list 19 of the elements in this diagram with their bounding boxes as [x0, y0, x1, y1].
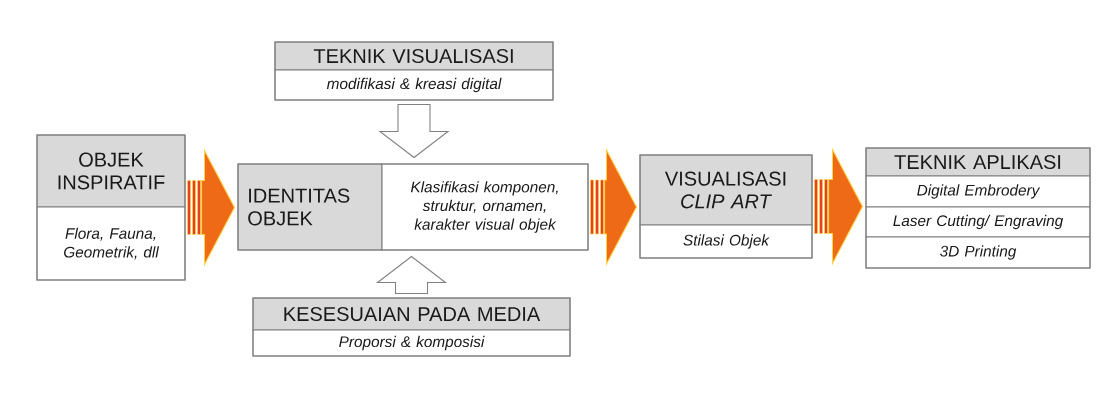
- text-cell: Flora, Fauna, Geometrik, dll: [36, 206, 186, 281]
- header-cell: IDENTITAS OBJEK: [237, 163, 383, 251]
- header-cell: VISUALISASI CLIP ART: [639, 154, 813, 226]
- header-cell: TEKNIK APLIKASI: [865, 147, 1091, 177]
- block-arrow: [187, 148, 236, 267]
- text-cell: Stilasi Objek: [639, 224, 813, 259]
- block-arrow: [814, 147, 864, 266]
- text-cell: Klasifikasi komponen, struktur, ornamen, karakter visual objek: [381, 163, 589, 251]
- header-cell: KESESUAIAN PADA MEDIA: [252, 297, 571, 331]
- header-cell: TEKNIK VISUALISASI: [274, 41, 554, 71]
- text-cell: Proporsi & komposisi: [252, 329, 571, 357]
- block-arrow: [375, 255, 448, 294]
- text-cell: Laser Cutting/ Engraving: [865, 206, 1091, 238]
- text-cell: Digital Embrodery: [865, 175, 1091, 208]
- block-arrow: [378, 104, 450, 159]
- block-arrow: [590, 147, 638, 267]
- header-cell: OBJEK INSPIRATIF: [36, 134, 186, 208]
- text-cell: 3D Printing: [865, 236, 1091, 269]
- text-cell: modifikasi & kreasi digital: [274, 69, 554, 101]
